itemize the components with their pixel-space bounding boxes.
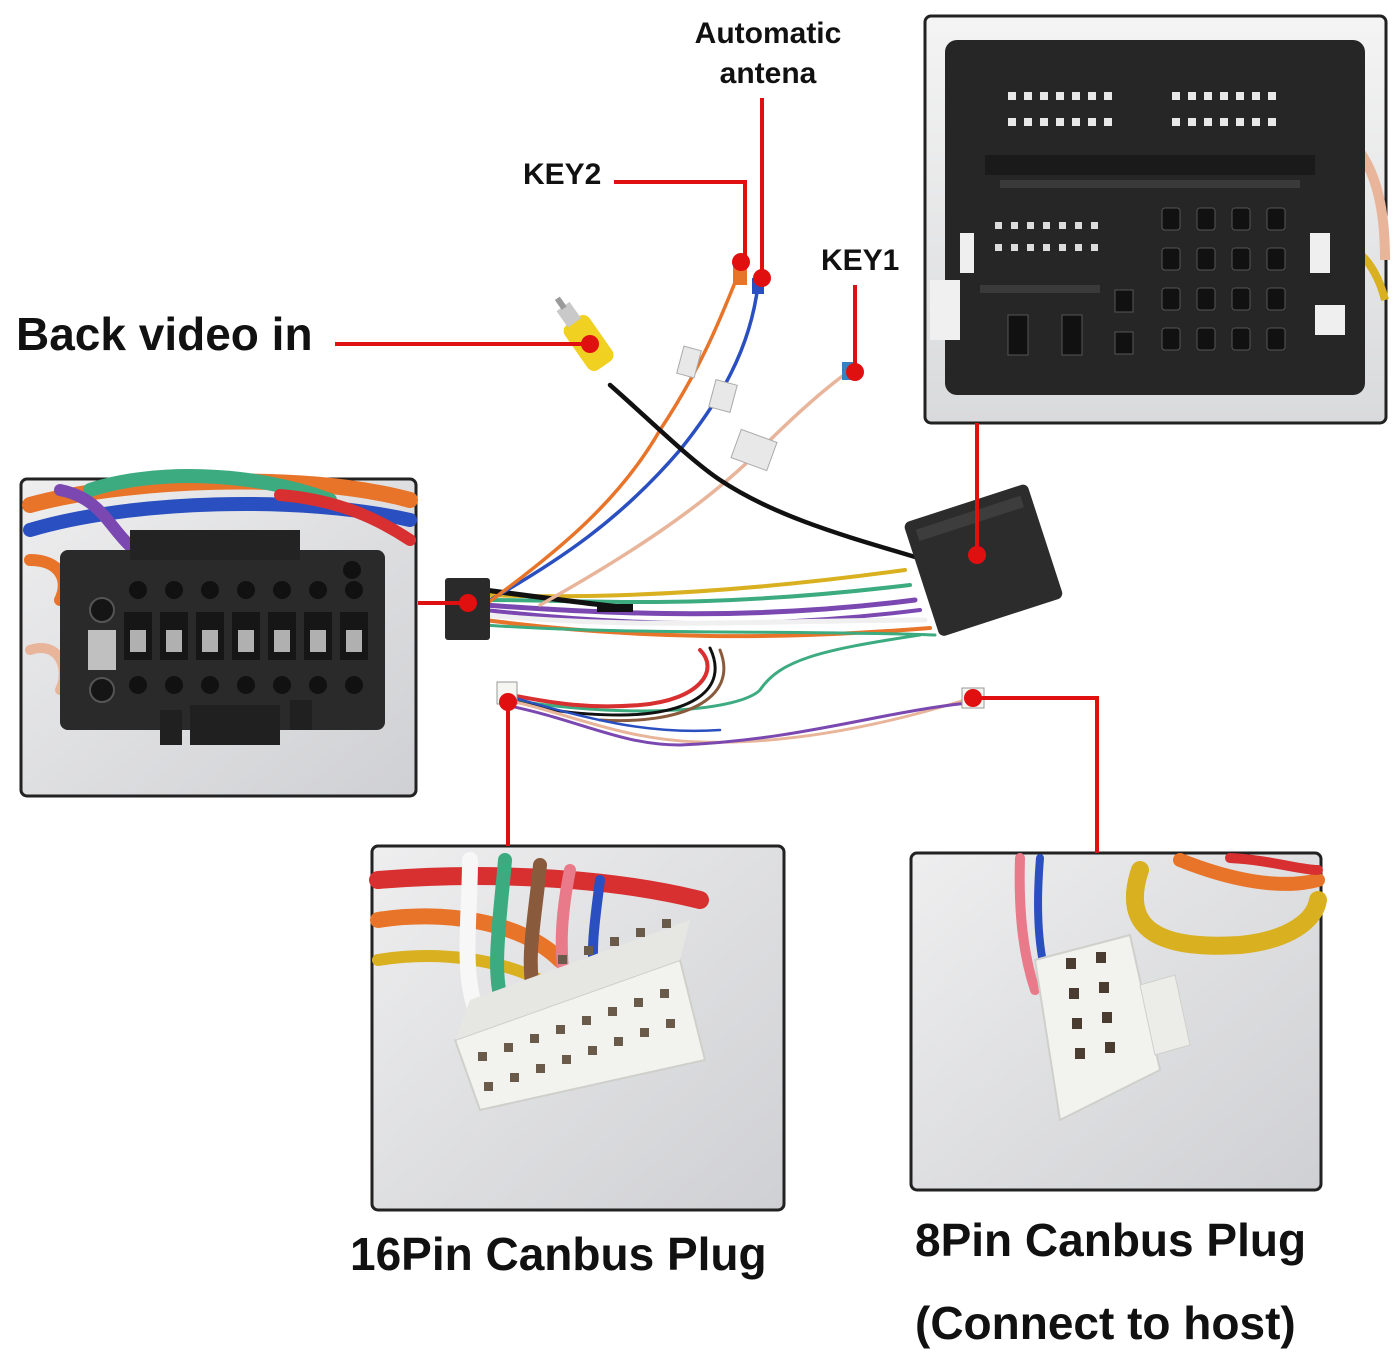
label-connect-to-host: (Connect to host) (915, 1297, 1296, 1349)
panel-8pin-canbus-plug (909, 851, 1327, 1192)
plug-16pin-holes (478, 919, 675, 1091)
panel-16pin-canbus-plug (369, 844, 786, 1212)
plug-8pin-body (1033, 933, 1162, 1122)
label-16pin-canbus-plug: 16Pin Canbus Plug (350, 1228, 767, 1280)
car-connector-body (945, 40, 1365, 395)
callout-8pin (975, 696, 1099, 853)
connector-20pin-holes (88, 561, 368, 703)
car-connector-pins (995, 92, 1286, 356)
label-key1: KEY1 (821, 244, 900, 277)
callout-key2 (614, 180, 747, 262)
panel-car-connector (923, 14, 1390, 425)
plug-8pin-holes (1066, 952, 1115, 1059)
label-key2: KEY2 (523, 158, 602, 191)
label-back-video-in: Back video in (16, 308, 313, 360)
label-8pin-canbus-plug: 8Pin Canbus Plug (915, 1214, 1307, 1266)
callout-dots (459, 253, 986, 711)
bundle-wires (22, 469, 418, 695)
callout-lines (335, 98, 1099, 853)
plug-16pin-body (453, 958, 707, 1112)
rca-plug (554, 296, 614, 371)
panel-20pin-connector (19, 469, 418, 798)
cable-tags (597, 263, 856, 612)
